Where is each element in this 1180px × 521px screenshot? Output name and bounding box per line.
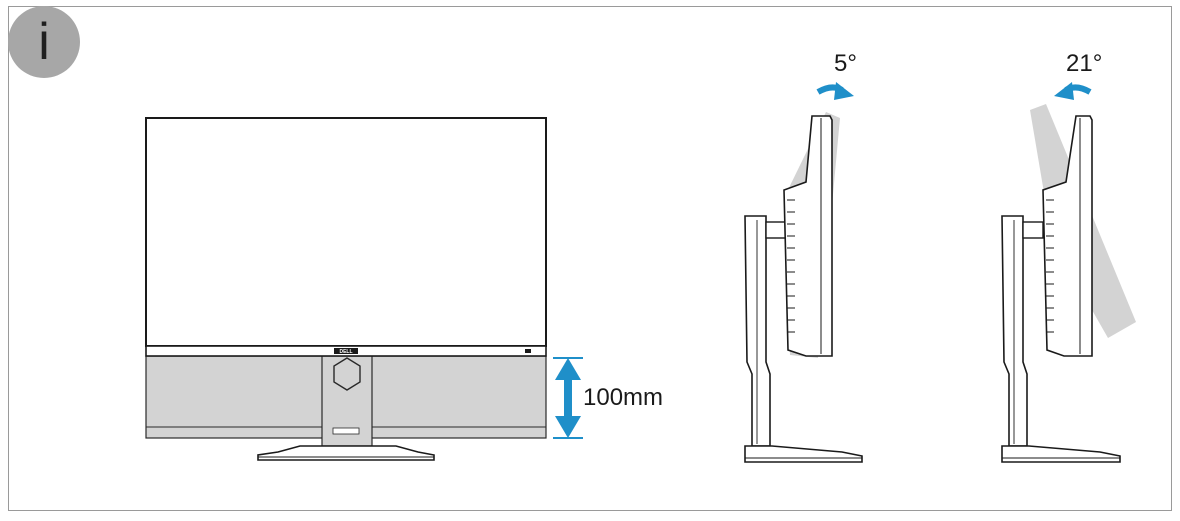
side-view-backward-tilt (1001, 104, 1136, 463)
info-badge: i (8, 6, 80, 78)
front-view-monitor: DELL (145, 117, 547, 461)
stand-base (1001, 445, 1121, 463)
stand-column (744, 215, 771, 447)
tilt-forward-label: 5° (834, 50, 857, 77)
monitor-screen (145, 117, 547, 347)
tilt-back-label: 21° (1066, 50, 1103, 77)
height-arrow (553, 357, 583, 439)
tilt-forward-arrow (816, 82, 854, 100)
diagram-frame (8, 6, 1172, 511)
monitor-panel-side (783, 115, 833, 357)
stand-base (257, 445, 435, 461)
logo-text: DELL (339, 349, 352, 355)
info-icon: i (38, 13, 50, 71)
cable-hole (333, 357, 361, 391)
stand-base (744, 445, 863, 463)
height-adjust-label: 100mm (583, 384, 664, 411)
dell-logo (334, 348, 358, 354)
stand-column (1001, 215, 1028, 447)
tilt-back-arrow (1054, 82, 1092, 100)
side-view-forward-tilt (744, 112, 863, 463)
